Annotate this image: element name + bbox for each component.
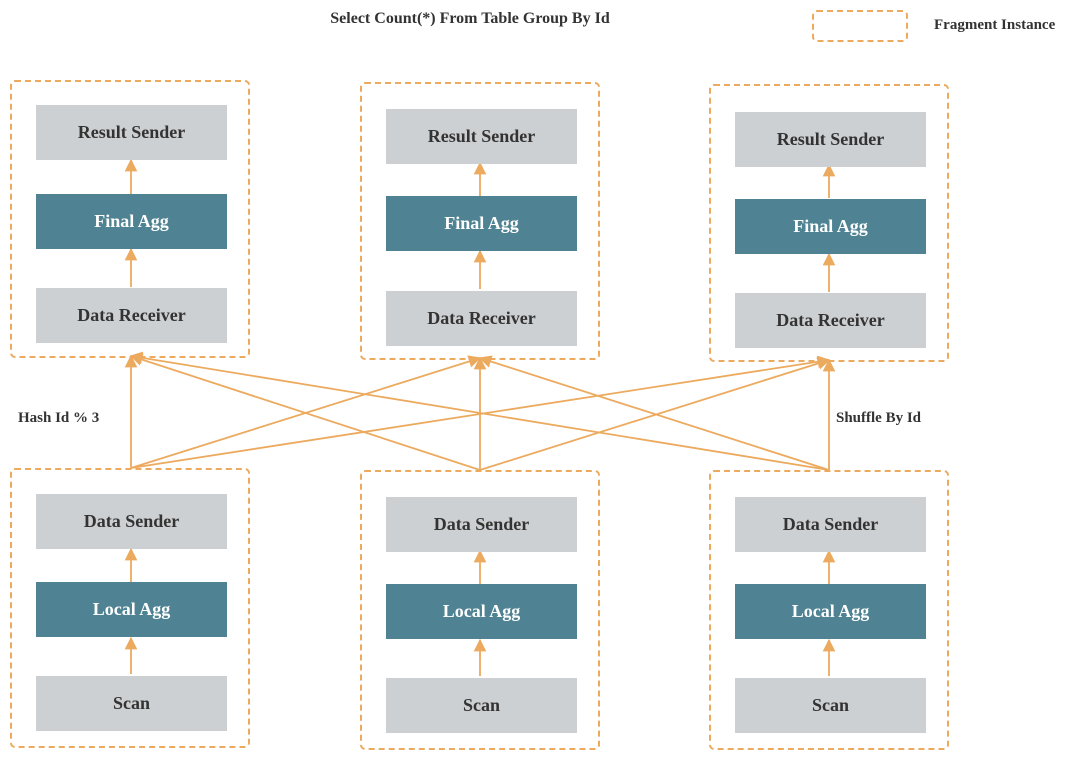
result-sender-node: Result Sender xyxy=(36,105,227,160)
data-sender-node: Data Sender xyxy=(735,497,926,552)
local-agg-node: Local Agg xyxy=(735,584,926,639)
final-agg-node: Final Agg xyxy=(386,196,577,251)
shuffle-label: Shuffle By Id xyxy=(836,410,922,426)
result-sender-node: Result Sender xyxy=(735,112,926,167)
data-receiver-node: Data Receiver xyxy=(36,288,227,343)
shuffle-arrow xyxy=(478,355,830,471)
legend-swatch xyxy=(812,10,908,42)
scan-node: Scan xyxy=(36,676,227,731)
result-sender-node: Result Sender xyxy=(386,109,577,164)
local-agg-node: Local Agg xyxy=(386,584,577,639)
legend-label: Fragment Instance xyxy=(934,17,1056,33)
fragment-bottom-2: Data Sender Local Agg Scan xyxy=(360,470,600,750)
fragment-top-2: Result Sender Final Agg Data Receiver xyxy=(360,82,600,360)
data-sender-node: Data Sender xyxy=(386,497,577,552)
fragment-bottom-3: Data Sender Local Agg Scan xyxy=(709,470,949,750)
data-receiver-node: Data Receiver xyxy=(386,291,577,346)
final-agg-node: Final Agg xyxy=(735,199,926,254)
diagram-title: Select Count(*) From Table Group By Id xyxy=(330,10,610,27)
scan-node: Scan xyxy=(386,678,577,733)
shuffle-arrow xyxy=(129,351,830,471)
shuffle-arrow xyxy=(479,357,831,471)
hash-label: Hash Id % 3 xyxy=(18,410,100,426)
local-agg-node: Local Agg xyxy=(36,582,227,637)
shuffle-arrow xyxy=(129,353,481,471)
fragment-top-1: Result Sender Final Agg Data Receiver xyxy=(10,80,250,358)
data-sender-node: Data Sender xyxy=(36,494,227,549)
fragment-top-3: Result Sender Final Agg Data Receiver xyxy=(709,84,949,362)
scan-node: Scan xyxy=(735,678,926,733)
fragment-bottom-1: Data Sender Local Agg Scan xyxy=(10,468,250,748)
data-receiver-node: Data Receiver xyxy=(735,293,926,348)
final-agg-node: Final Agg xyxy=(36,194,227,249)
